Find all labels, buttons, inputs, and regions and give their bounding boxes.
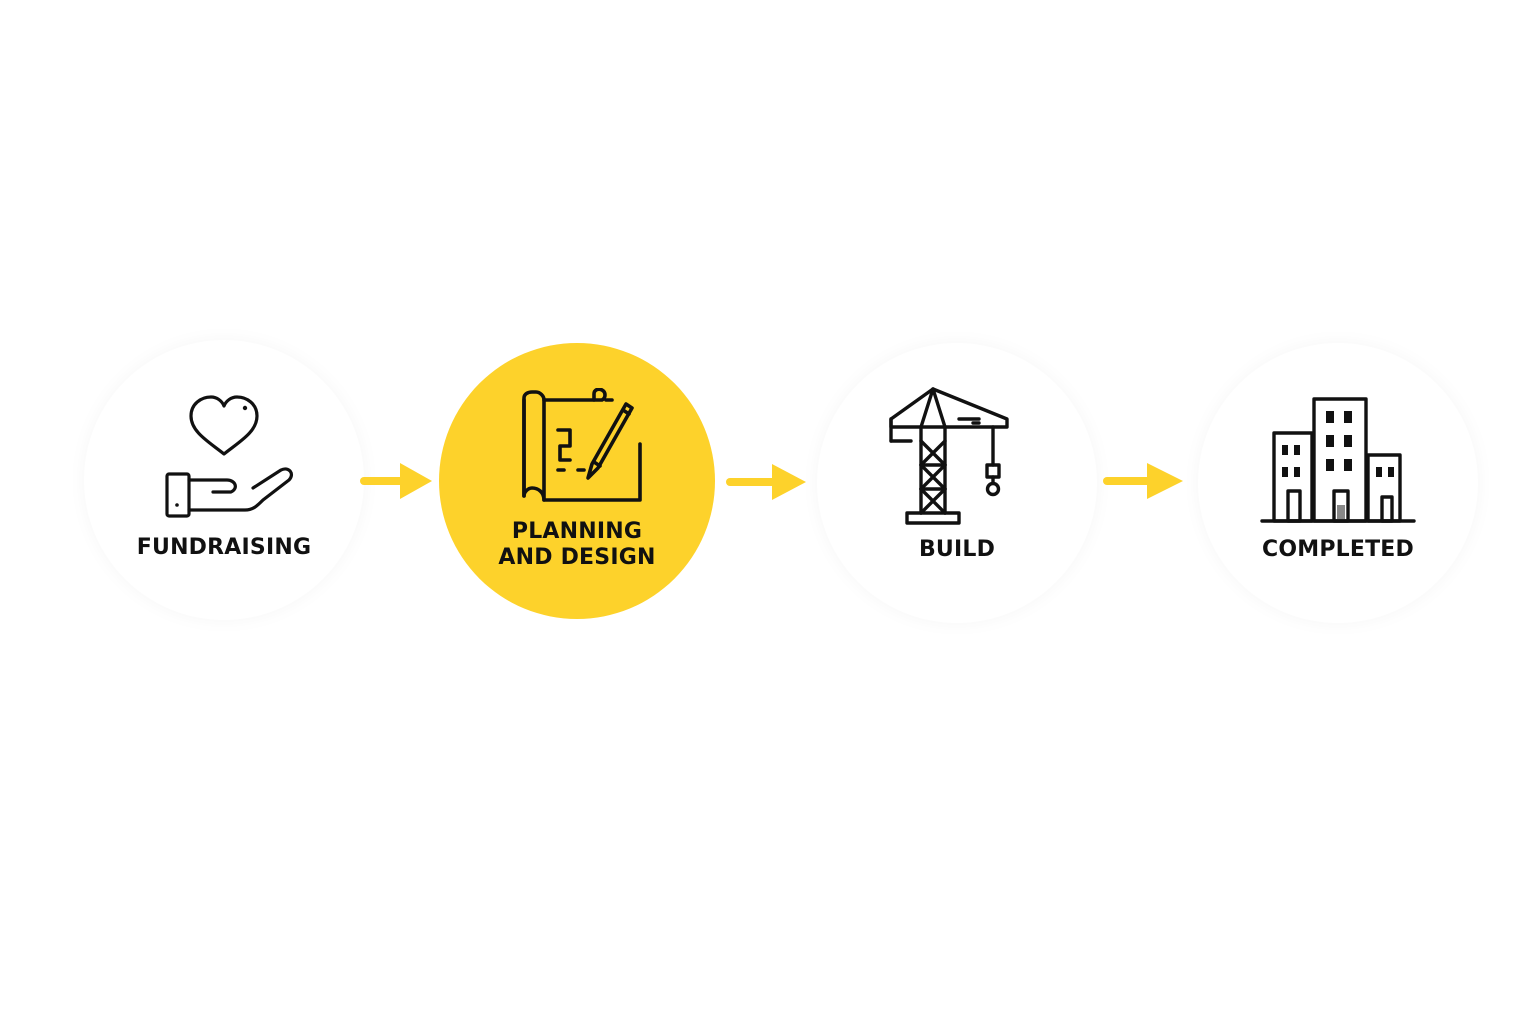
arrow-right-icon (360, 463, 432, 499)
step-completed: COMPLETED (1198, 343, 1478, 623)
step-label-line-1: PLANNING (511, 519, 643, 544)
arrow-right-icon (1103, 463, 1183, 499)
step-build: BUILD (817, 343, 1097, 623)
step-fundraising: FUNDRAISING (84, 340, 364, 620)
hand-heart-icon (165, 395, 294, 518)
step-planning-and-design: PLANNING AND DESIGN (439, 343, 715, 619)
arrow-right-icon (726, 464, 806, 500)
step-label: BUILD (918, 537, 996, 562)
buildings-icon (1260, 397, 1416, 523)
step-label: COMPLETED (1261, 537, 1414, 562)
step-label: FUNDRAISING (136, 535, 312, 560)
crane-icon (889, 387, 1009, 525)
step-label-line-2: AND DESIGN (498, 545, 656, 570)
blueprint-pencil-icon (522, 388, 642, 502)
